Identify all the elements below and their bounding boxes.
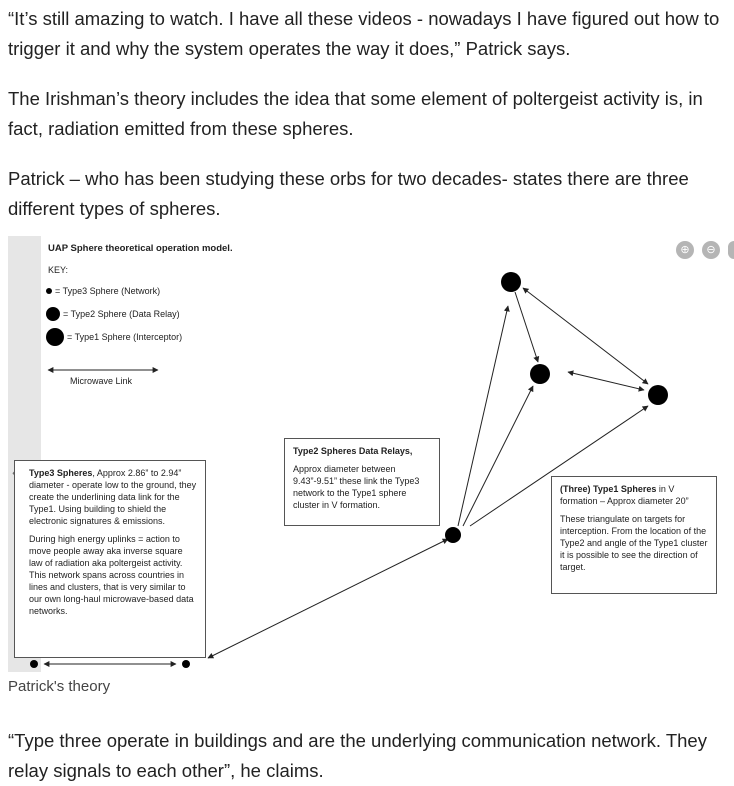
theory-figure: ‹ UAP Sphere theoretical operation model… [8,236,734,672]
key-item-type2: = Type2 Sphere (Data Relay) [46,307,180,321]
article-paragraph-4: “Type three operate in buildings and are… [8,730,707,781]
link-t1b-t1c [567,370,645,392]
article-paragraph-3: Patrick – who has been studying these or… [8,168,689,219]
type3-heading: Type3 Spheres [29,468,93,478]
key-item-type3-label: = Type3 Sphere (Network) [55,286,161,296]
zoom-out-icon[interactable]: ⊖ [702,241,720,259]
article-paragraph-2: The Irishman’s theory includes the idea … [8,88,703,139]
key-item-type2-label: = Type2 Sphere (Data Relay) [63,309,180,319]
type3-sphere-left [30,660,38,668]
diagram-lines [30,272,668,668]
key-item-type1-label: = Type1 Sphere (Interceptor) [67,332,183,342]
link-relay-t1b [462,385,534,527]
type1-heading-suffix: in V formation – Approx diameter 20” [560,484,689,506]
microwave-link-label: Microwave Link [70,376,133,386]
type1-text: These triangulate on targets for interce… [560,514,708,572]
article-paragraph-1: “It’s still amazing to watch. I have all… [8,8,720,59]
type3-description-box: Type3 Spheres, Approx 2.86” to 2.94” dia… [14,460,206,658]
type1-dot-icon [46,328,64,346]
link-relay-t1c [469,405,649,527]
type1-sphere-top [501,272,521,292]
type1-heading: Type1 Spheres [593,484,657,494]
type1-sphere-right [648,385,668,405]
type1-description-box: (Three) Type1 Spheres in V formation – A… [551,476,717,594]
type3-dot-icon [46,288,52,294]
key-item-type1: = Type1 Sphere (Interceptor) [46,328,182,346]
link-relay-t1a [457,305,510,527]
type3-text-2: During high energy uplinks = action to m… [29,534,194,616]
type3-text-1: , Approx 2.86” to 2.94” diameter - opera… [29,468,197,526]
link-t1a-t1b [514,291,540,363]
zoom-in-icon[interactable]: ⊕ [676,241,694,259]
link-t1a-t1c [522,287,649,385]
type1-sphere-middle [530,364,550,384]
link-t3-relay [207,538,449,659]
type2-heading: Type2 Spheres Data Relays, [293,446,413,456]
type2-sphere [445,527,461,543]
figure-title: UAP Sphere theoretical operation model. [48,243,233,254]
type2-dot-icon [46,307,60,321]
type2-description-box: Type2 Spheres Data Relays, Approx diamet… [284,438,440,526]
type1-heading-prefix: (Three) [560,484,594,494]
figure-caption: Patrick's theory [8,678,111,695]
type2-text: Approx diameter between 9.43”-9.51” thes… [293,464,420,510]
type3-sphere-right [182,660,190,668]
key-label: KEY: [48,265,69,275]
more-icon[interactable] [728,241,734,259]
key-item-type3: = Type3 Sphere (Network) [46,286,160,296]
